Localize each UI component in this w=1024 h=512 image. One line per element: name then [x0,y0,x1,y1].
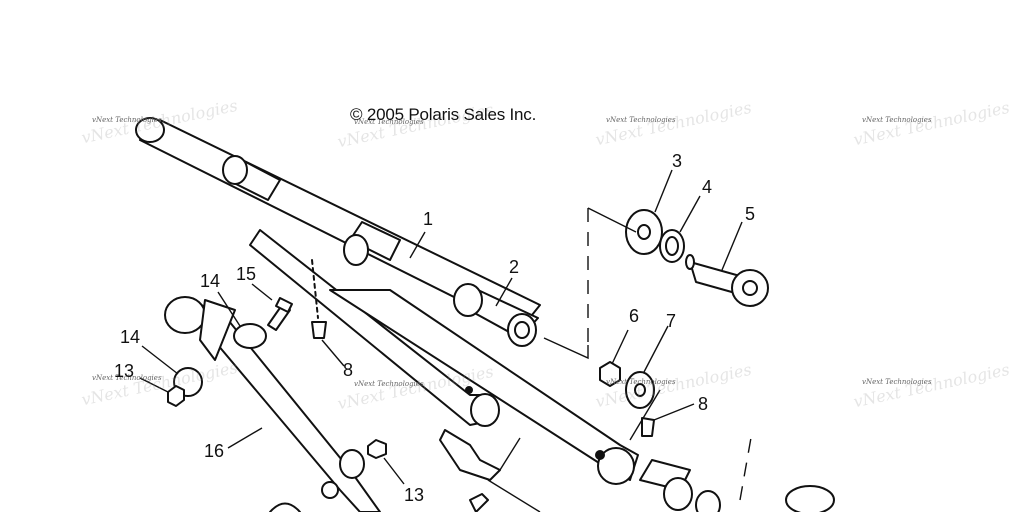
grease-fitting-part-8b [641,417,655,437]
leader-15 [251,283,273,301]
leader-14b [141,345,179,375]
tube-part-1 [135,117,541,331]
callout-16: 16 [204,441,225,461]
leader-13a [139,377,169,393]
centerline-a [587,207,637,233]
watermark-4: vNext Technologies [862,116,932,124]
nut-part-6 [599,361,621,387]
callout-3: 3 [672,151,683,171]
copyright-text: © 2005 Polaris Sales Inc. [350,105,537,124]
leader-13b [383,457,405,485]
watermark-5: vNext Technologies [92,374,162,382]
callout-14b: 14 [120,327,141,347]
watermark-3: vNext Technologies [606,116,676,124]
watermark-6: vNext Technologies [354,380,424,388]
shoulder-bolt-part-5 [685,254,769,307]
nut-part-13b [367,439,387,459]
nut-part-13a [167,385,185,407]
callout-2: 2 [509,257,520,277]
watermark-1: vNext Technologies [92,116,162,124]
leader-8a [321,339,345,367]
watermark-2: vNext Technologies [354,118,424,126]
leader-14a [217,291,241,327]
callout-15: 15 [236,264,257,284]
watermark-8: vNext Technologies [862,378,932,386]
callout-14a: 14 [200,271,221,291]
callout-7: 7 [666,311,677,331]
callout-6: 6 [629,306,640,326]
callout-8a: 8 [343,360,354,380]
grease-fitting-part-8a [311,321,327,339]
leader-6 [611,329,629,365]
link-part-16 [164,296,381,512]
leader-16 [227,427,263,449]
callout-4: 4 [702,177,713,197]
callout-5: 5 [745,204,756,224]
callout-1: 1 [423,209,434,229]
leader-4 [679,195,701,233]
swing-arm-bracket [249,229,639,485]
leader-3 [654,169,673,213]
washer-lower [339,449,365,479]
callout-8b: 8 [698,394,709,414]
bushing-part-2 [453,283,539,347]
callout-13b: 13 [404,485,425,505]
callout-13a: 13 [114,361,135,381]
leader-1 [409,231,426,259]
washer-part-14a [233,323,267,349]
leader-5 [721,221,743,271]
bolt-part-15 [267,297,293,331]
watermark-7: vNext Technologies [606,378,676,386]
leader-8b [653,403,695,421]
leader-2 [495,277,513,307]
leader-7 [643,325,669,373]
